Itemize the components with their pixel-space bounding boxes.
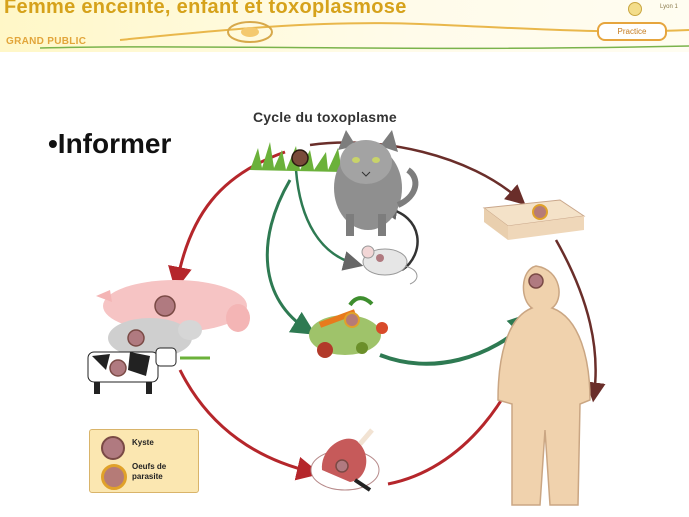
human-silhouette-icon <box>497 265 591 506</box>
audience-label: GRAND PUBLIC <box>6 36 87 47</box>
page-title: Femme enceinte, enfant et toxoplasmose <box>4 0 407 18</box>
cat-icon <box>334 130 419 236</box>
brand-label: Lyon 1 <box>660 4 678 10</box>
arrow-grass-to-vegetables <box>265 179 316 335</box>
cow-icon <box>87 347 210 394</box>
meat-icon <box>310 428 380 492</box>
parasite-egg-icon <box>101 464 127 490</box>
mouse-icon <box>361 245 418 285</box>
cyst-icon <box>101 436 125 460</box>
arrow-grass-to-mouse <box>294 169 364 271</box>
bullet-text: •Informer <box>48 128 172 159</box>
litter-box-icon <box>482 199 586 240</box>
practice-badge: Practice <box>597 22 667 41</box>
grass-icon <box>250 142 342 172</box>
arrow-mouse-to-cat <box>377 200 419 272</box>
legend-item-kyste: Kyste <box>132 438 154 447</box>
seal-icon <box>628 2 642 16</box>
vegetables-icon <box>309 296 388 358</box>
arrow-grass-to-litter <box>309 141 526 206</box>
header-banner: Femme enceinte, enfant et toxoplasmose G… <box>0 0 689 52</box>
legend: Kyste Oeufs de parasite <box>89 429 199 493</box>
arrow-litter-to-human <box>554 239 606 403</box>
arrow-animals-to-meat <box>178 369 321 481</box>
brand-logo: Lyon 1 <box>618 0 686 16</box>
legend-item-oeufs: Oeufs de parasite <box>132 462 167 481</box>
diagram-title: Cycle du toxoplasme <box>253 109 397 125</box>
arrow-grass-to-pig <box>168 150 286 291</box>
